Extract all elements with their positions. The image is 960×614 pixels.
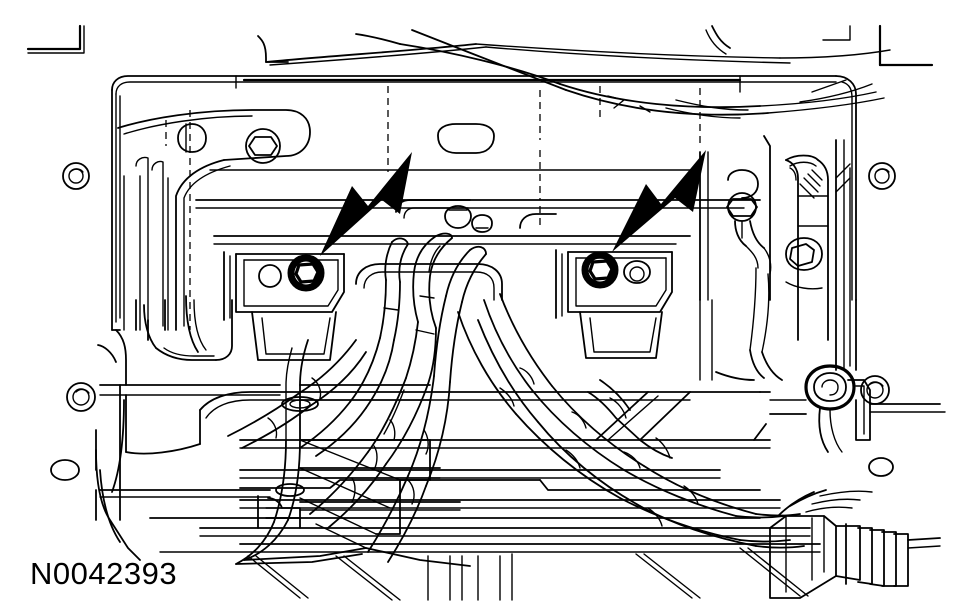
crossmember-panel [111,75,857,331]
panel-grommets-left [50,162,96,481]
figure-caption: N0042393 [30,556,178,591]
left-callout-arrow [320,152,412,256]
registration-mark-top-right [822,24,934,67]
right-side-structure [699,135,946,453]
center-recess [195,123,761,361]
lower-right-detail [595,299,857,441]
upper-detail-lines [235,75,741,148]
left-attachment-bolt [287,254,325,292]
hose-bundle [227,232,805,563]
left-vertical-ribs [111,295,233,361]
registration-mark-top-left [26,24,85,54]
right-callout-arrow [612,150,706,252]
electrical-connector [769,489,941,599]
panel-grommets-right [860,162,896,477]
upper-hose-assembly [257,25,891,119]
mounting-bracket [117,109,311,331]
right-attachment-bolt [581,251,619,289]
